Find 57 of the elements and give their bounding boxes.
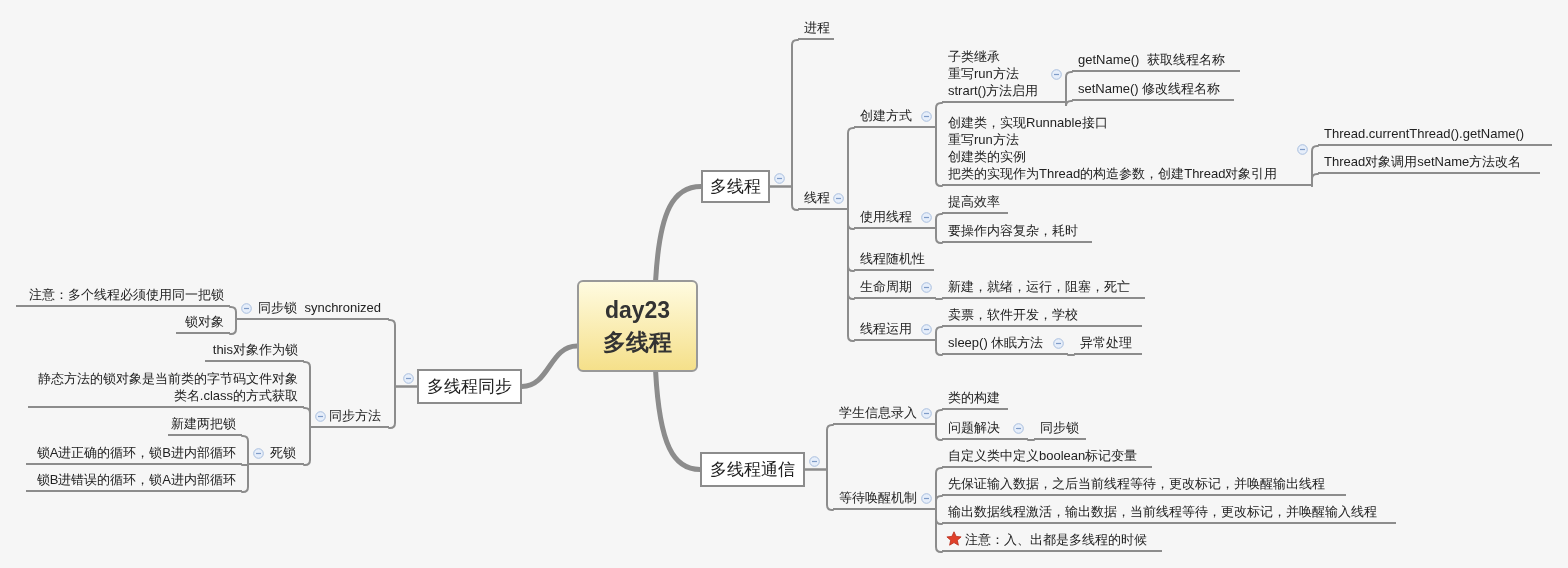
connector (1027, 439, 1035, 441)
topic-box: 多线程同步 (417, 369, 522, 404)
topic-label: 静态方法的锁对象是当前类的字节码文件对象类名.class的方式获取 (28, 370, 304, 408)
topic-label: 锁A进正确的循环，锁B进内部循环 (26, 444, 242, 465)
topic-label: 提高效率 (942, 193, 1008, 214)
connector (847, 209, 855, 342)
connector (241, 464, 249, 466)
connector (303, 427, 311, 466)
topic-label: 输出数据线程激活，输出数据，当前线程等待，更改标记，并唤醒输入线程 (942, 503, 1396, 524)
topic-label: 进程 (798, 19, 834, 40)
connector (1067, 354, 1075, 356)
topic-box: 多线程通信 (700, 452, 805, 487)
connector (935, 102, 943, 129)
topic-label: 注意：入、出都是多线程的时候 (965, 532, 1147, 547)
connector (241, 464, 249, 493)
connector (935, 495, 943, 511)
topic-label: Thread对象调用setName方法改名 (1318, 153, 1540, 174)
connector (935, 340, 943, 356)
connector (935, 409, 943, 426)
topic-label: getName() 获取线程名称 (1072, 51, 1240, 72)
connector (388, 385, 418, 429)
connector (847, 127, 855, 211)
central-topic-box: day23 多线程 (577, 280, 698, 372)
topic-item (942, 531, 1162, 552)
connector (241, 435, 249, 466)
connector (303, 407, 311, 429)
connector (769, 185, 799, 211)
topic-label: 卖票，软件开发，学校 (942, 306, 1142, 327)
connector (935, 213, 943, 230)
connector (935, 424, 943, 441)
topic-label: 类的构建 (942, 389, 1008, 410)
topic-label: 要操作内容复杂，耗时 (942, 222, 1092, 243)
topic-label: 锁B进错误的循环，锁A进内部循环 (26, 471, 242, 492)
connector (935, 228, 943, 244)
connector (1065, 100, 1073, 107)
connector (229, 319, 237, 335)
topic-label: 同步锁 (1034, 419, 1086, 440)
topic-label: 新建，就绪，运行，阻塞，死亡 (942, 278, 1145, 299)
connector (935, 326, 943, 342)
connector (1065, 71, 1073, 104)
topic-label: 异常处理 (1074, 334, 1142, 355)
topic-label: 自定义类中定义boolean标记变量 (942, 447, 1152, 468)
topic-label: this对象作为锁 (205, 341, 304, 362)
topic-label: 线程随机性 (854, 250, 934, 271)
connector (229, 306, 237, 321)
connector (935, 509, 943, 553)
topic-label: 先保证输入数据，之后当前线程等待，更改标记，并唤醒输出线程 (942, 475, 1346, 496)
topic-label: 锁对象 (176, 313, 230, 334)
connector (804, 468, 834, 511)
topic-label: 新建两把锁 (168, 415, 242, 436)
connector (935, 298, 943, 300)
topic-box: 多线程 (701, 170, 770, 203)
connector (935, 127, 943, 187)
topic-label: setName() 修改线程名称 (1072, 80, 1234, 101)
topic-label: 注意：多个线程必须使用同一把锁 (16, 286, 230, 307)
connector (1311, 173, 1319, 187)
topic-label: Thread.currentThread().getName() (1318, 125, 1552, 146)
